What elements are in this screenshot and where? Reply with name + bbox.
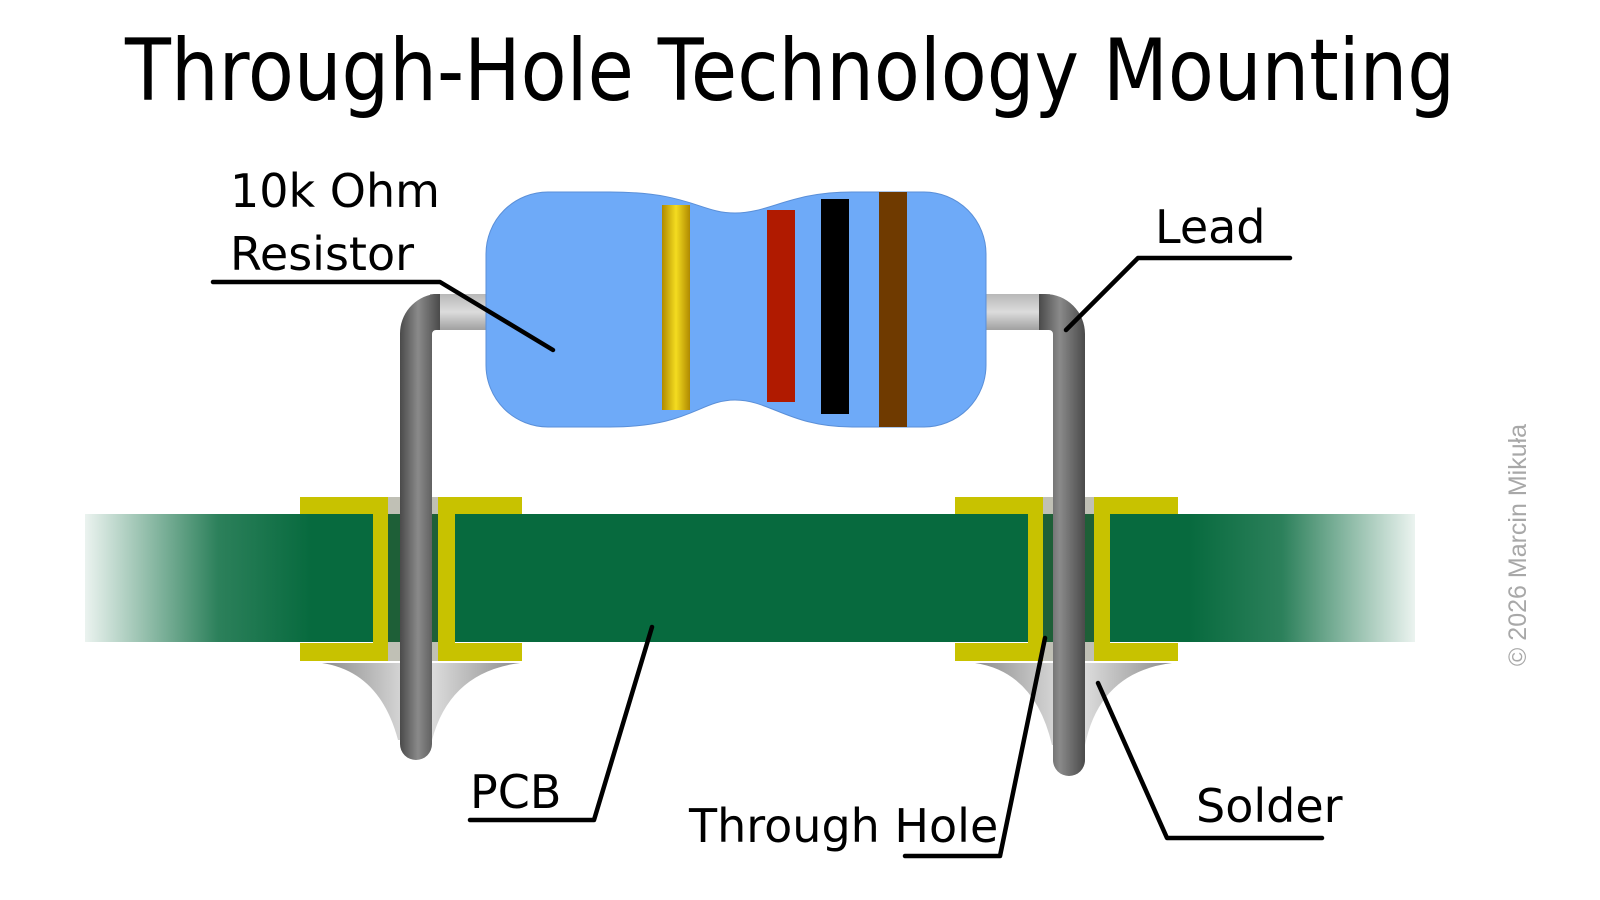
lead-leader-line (1063, 255, 1293, 333)
solder-leader-line (1095, 680, 1325, 841)
solder-label: Solder (1196, 779, 1343, 833)
resistor-label-line1: 10k Ohm (230, 164, 440, 218)
resistor-label-line2: Resistor (230, 227, 414, 281)
band-4-brown (879, 192, 907, 427)
lead-label: Lead (1155, 200, 1266, 254)
band-3-black (821, 199, 849, 414)
pcb-label: PCB (470, 765, 561, 819)
through-hole-leader-line (902, 635, 1048, 859)
resistor-leader-line (210, 279, 556, 353)
through-hole-label: Through Hole (688, 799, 998, 853)
resistor (485, 191, 987, 428)
diagram-title: Through-Hole Technology Mounting (124, 21, 1455, 121)
copyright-notice: © 2026 Marcin Mikuła (1504, 424, 1532, 666)
band-2-red (767, 210, 795, 402)
left-lead (399, 294, 440, 760)
right-lead (1039, 294, 1085, 776)
band-1-gold (662, 205, 690, 410)
pcb-leader-line (467, 624, 655, 823)
resistor-body (485, 191, 987, 428)
right-lead-horizontal (980, 294, 1050, 330)
pcb-board (85, 514, 1415, 642)
